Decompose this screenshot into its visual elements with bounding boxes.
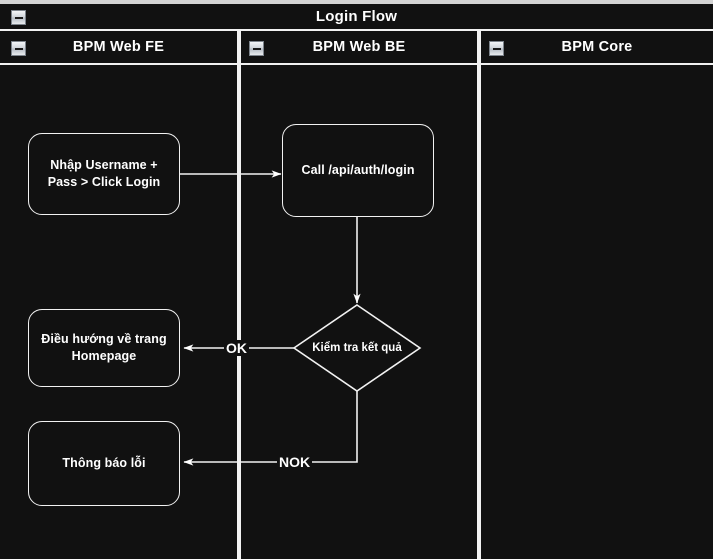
node-show-error[interactable]: Thông báo lỗi — [28, 421, 180, 506]
node-check-result[interactable]: Kiểm tra kết quả — [294, 338, 420, 358]
node-input-credentials[interactable]: Nhập Username + Pass > Click Login — [28, 133, 180, 215]
node-call-login-api[interactable]: Call /api/auth/login — [282, 124, 434, 217]
lane-divider-2 — [477, 31, 479, 559]
node-redirect-homepage-label: Điều hướng về trang Homepage — [41, 332, 167, 363]
lane-label-bpm-web-be: BPM Web BE — [241, 31, 477, 65]
lane-collapse-icon-bpm-core[interactable] — [489, 41, 504, 56]
lane-collapse-icon-bpm-web-fe[interactable] — [11, 41, 26, 56]
edge-label-ok: OK — [224, 340, 249, 356]
lane-bpm-core: BPM Core — [479, 31, 713, 559]
node-show-error-label: Thông báo lỗi — [62, 456, 146, 471]
lane-divider-1 — [237, 31, 239, 559]
lane-bpm-web-be: BPM Web BE — [239, 31, 477, 559]
node-call-login-api-label: Call /api/auth/login — [301, 163, 415, 178]
edge-label-nok: NOK — [277, 454, 313, 470]
lane-label-bpm-core: BPM Core — [481, 31, 713, 65]
lane-body-bpm-core — [481, 65, 713, 559]
pool-login-flow: Login Flow BPM Web FE BPM Web BE BPM Cor… — [0, 4, 713, 559]
pool-collapse-icon[interactable] — [11, 10, 26, 25]
node-check-result-label: Kiểm tra kết quả — [312, 342, 402, 354]
node-input-credentials-label: Nhập Username + Pass > Click Login — [47, 158, 161, 189]
pool-title: Login Flow — [0, 4, 713, 31]
node-redirect-homepage[interactable]: Điều hướng về trang Homepage — [28, 309, 180, 387]
lane-collapse-icon-bpm-web-be[interactable] — [249, 41, 264, 56]
lane-label-bpm-web-fe: BPM Web FE — [0, 31, 237, 65]
